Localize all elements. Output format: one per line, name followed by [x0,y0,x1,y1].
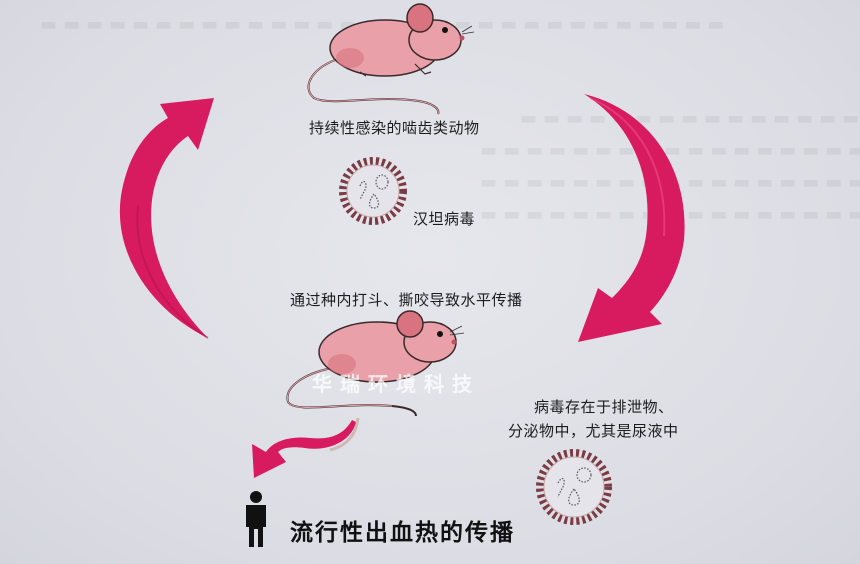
mouse-illustration-top [307,3,475,115]
bleed-through-text: ▬▬▬▬▬▬▬▬▬▬▬▬▬▬▬▬▬▬▬▬ [480,140,860,161]
hantavirus-icon-bottom [536,449,612,525]
label-rodent-host: 持续性感染的啮齿类动物 [309,119,480,137]
label-excretion-line1: 病毒存在于排泄物、 [534,398,674,416]
mouse-illustration-middle [286,310,465,417]
human-icon [246,491,266,547]
watermark: 华瑞环境科技 [312,372,480,396]
label-excretion-line2: 分泌物中，尤其是尿液中 [508,422,679,440]
label-hantavirus: 汉坦病毒 [413,210,476,228]
diagram-title: 流行性出血热的传播 [290,520,515,546]
hantavirus-icon-top [339,157,407,225]
label-horizontal-transmission: 通过种内打斗、撕咬导致水平传播 [290,291,523,309]
bleed-through-text: ▬▬▬▬▬▬▬▬▬▬▬▬▬▬▬▬▬ [520,108,860,129]
